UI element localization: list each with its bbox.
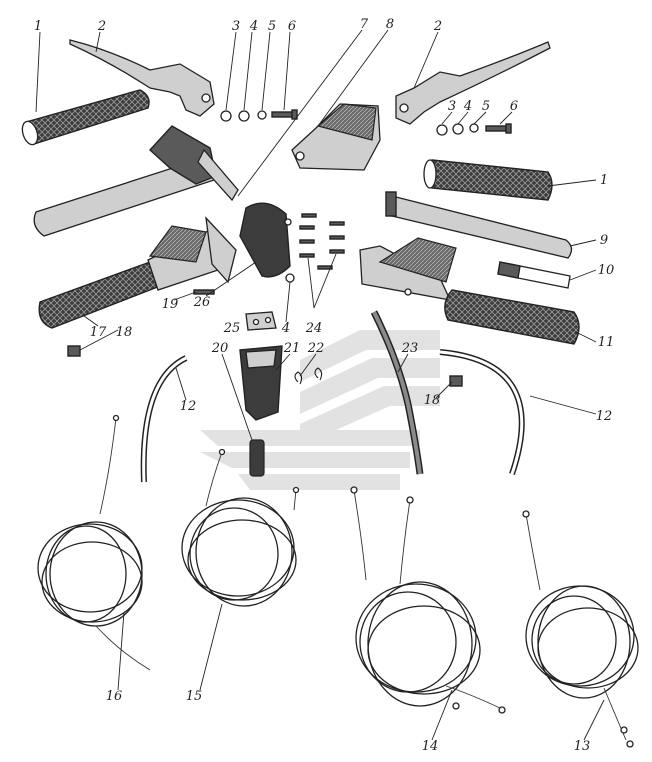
callout-labels: 1 2 3 4 5 6 7 8 2 3 4 5 6 1 9 10 11 17 1… (34, 17, 614, 754)
callout-13: 13 (574, 739, 591, 754)
callout-10: 10 (598, 263, 615, 278)
callout-18: 18 (424, 393, 441, 408)
callout-2: 2 (97, 19, 106, 34)
housing-8 (291, 103, 381, 171)
callout-3: 3 (232, 19, 240, 34)
slider-10 (497, 261, 571, 289)
callout-26: 26 (193, 295, 211, 310)
cable-14 (350, 486, 506, 714)
callout-18: 18 (116, 325, 133, 340)
callout-12: 12 (180, 399, 197, 414)
callout-19: 19 (162, 297, 179, 312)
brake-lever-left (69, 39, 215, 117)
throttle-tube-9 (385, 191, 573, 259)
callout-5: 5 (268, 19, 276, 34)
right-housing-grip-11 (359, 237, 580, 345)
cable-15 (181, 448, 300, 607)
switch-body-26 (239, 202, 292, 278)
callout-25: 25 (223, 321, 241, 336)
callout-11: 11 (598, 335, 615, 350)
washers-right (436, 123, 512, 136)
screw-19 (193, 289, 215, 295)
callout-14: 14 (422, 739, 439, 754)
cable-16 (37, 414, 151, 671)
cable-13 (522, 510, 639, 748)
hose-12-left (140, 355, 188, 483)
callout-24: 24 (305, 321, 323, 336)
grip-right-top (423, 159, 553, 201)
callout-1: 1 (34, 19, 42, 34)
callout-6: 6 (510, 99, 518, 114)
callout-12: 12 (596, 409, 613, 424)
screws-24 (285, 213, 345, 283)
callout-4: 4 (249, 19, 258, 34)
callout-4: 4 (463, 99, 472, 114)
callout-16: 16 (106, 689, 123, 704)
brake-lever-right (395, 41, 551, 125)
callout-9: 9 (600, 233, 608, 248)
callout-3: 3 (448, 99, 456, 114)
callout-5: 5 (482, 99, 490, 114)
callout-21: 21 (283, 341, 301, 356)
callout-23: 23 (401, 341, 419, 356)
callout-1: 1 (600, 173, 608, 188)
left-housing-grip-17 (38, 216, 237, 329)
clamp-25 (245, 311, 277, 331)
hose-12-right (439, 349, 525, 475)
callout-15: 15 (186, 689, 203, 704)
clip-18-right (449, 375, 463, 387)
clip-18-left (67, 345, 81, 357)
callout-22: 22 (307, 341, 325, 356)
callout-17: 17 (90, 325, 107, 340)
leader-lines (35, 29, 605, 741)
throttle-tube-7 (33, 125, 239, 237)
washers-left (220, 109, 298, 122)
cover-21 (239, 345, 283, 477)
callout-4: 4 (281, 321, 290, 336)
conduit-23 (370, 310, 424, 475)
springs-22 (294, 367, 323, 385)
grip-left-top (21, 89, 150, 146)
callout-8: 8 (386, 17, 394, 32)
callout-2: 2 (433, 19, 442, 34)
callout-7: 7 (360, 17, 369, 32)
callout-6: 6 (288, 19, 296, 34)
callout-20: 20 (211, 341, 229, 356)
